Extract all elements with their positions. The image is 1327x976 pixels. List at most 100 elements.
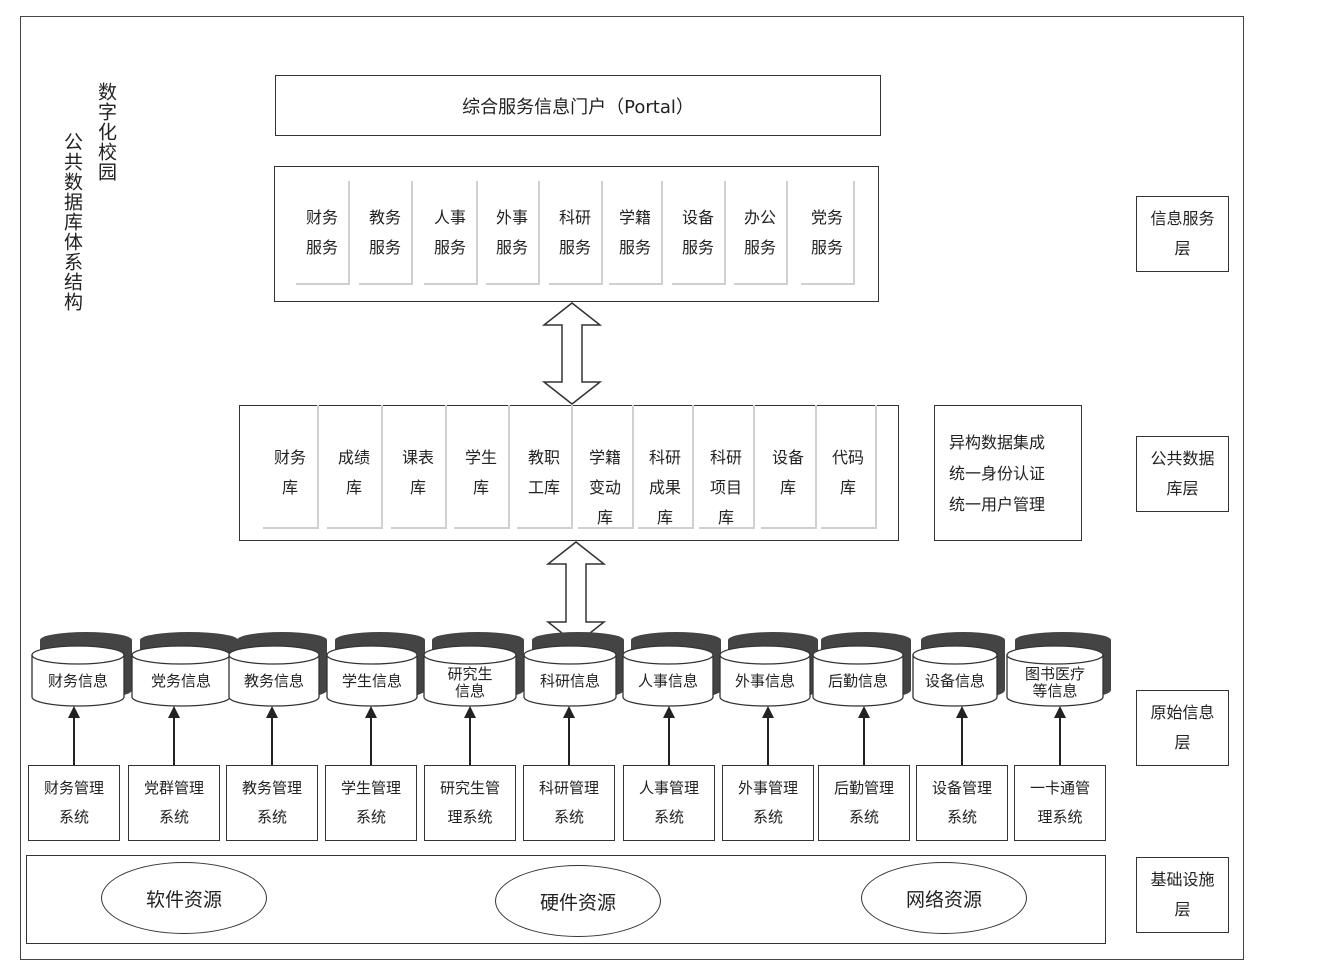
service-label-line: 财务 [305,208,338,227]
system-arrow-head [858,706,870,718]
cylinder-body [228,654,320,707]
cylinder-shadow [631,632,721,648]
service-label: 教务服务 [369,203,401,263]
service-label-line: 服务 [558,238,591,257]
cylinder-shadow [335,632,425,648]
service-label-line: 党务 [810,208,843,227]
service-panel: 人事服务 [424,181,478,285]
database-label-line: 学生 [464,448,497,467]
layer-label: 信息服务层 [1150,209,1215,258]
system-label-line: 一卡通管 [1029,779,1090,797]
system-box: 一卡通管理系统 [1014,765,1106,841]
raw-info-label: 外事信息 [734,672,795,690]
database-label-line: 库 [596,508,613,527]
layer-infrastructure: 基础设施层 [1136,857,1229,933]
raw-info-label: 设备信息 [924,672,985,690]
layer-label: 基础设施层 [1150,870,1215,919]
digital-campus-title: 数字化校园 [95,82,117,182]
system-label: 财务管理系统 [44,774,104,832]
database-label: 成绩库 [338,443,370,503]
system-label-line: 研究生管 [439,779,500,797]
cylinder-shadow [237,632,327,648]
integration-box: 异构数据集成 统一身份认证 统一用户管理 [934,405,1082,541]
service-label-line: 服务 [743,238,776,257]
layer-info-service: 信息服务层 [1136,196,1229,272]
raw-info-label-line: 等信息 [1032,682,1078,700]
integration-line: 统一用户管理 [949,494,1046,514]
service-panel: 外事服务 [486,181,540,285]
cylinder-shadow [140,632,238,648]
service-label: 财务服务 [306,203,338,263]
resource-label: 软件资源 [145,888,222,911]
cylinder-top [131,645,231,665]
service-label-line: 服务 [368,238,401,257]
database-label-line: 库 [409,478,426,497]
system-label: 学生管理系统 [341,774,401,832]
service-panel: 党务服务 [801,181,855,285]
cylinder-shadow [432,632,524,648]
service-panel: 科研服务 [549,181,603,285]
raw-info-label: 后勤信息 [827,672,888,690]
database-label-line: 成果 [648,478,681,497]
system-label-line: 理系统 [447,808,493,826]
service-label-line: 教务 [368,208,401,227]
service-label: 外事服务 [496,203,528,263]
database-panel: 科研成果库 [638,405,694,529]
database-label-line: 变动 [588,478,621,497]
system-arrow-head [168,706,180,718]
cylinder-shadow [921,632,1005,648]
service-label: 科研服务 [559,203,591,263]
database-label: 课表库 [402,443,434,503]
database-panel: 课表库 [391,405,447,529]
cylinder-body [912,654,998,707]
system-arrow-head [762,706,774,718]
raw-info-label-line: 信息 [454,682,485,700]
service-label-line: 服务 [305,238,338,257]
software-resource: 软件资源 [101,862,267,934]
service-label-line: 科研 [558,208,591,227]
system-box: 人事管理系统 [623,765,715,841]
service-panel: 财务服务 [296,181,350,285]
raw-info-label: 科研信息 [539,672,600,690]
network-resource: 网络资源 [861,862,1027,934]
cylinder-body [31,654,125,707]
cylinder-top [423,645,517,665]
system-label-line: 后勤管理 [833,779,894,797]
diagram-frame [20,16,1244,960]
service-label-line: 服务 [433,238,466,257]
system-arrow-head [663,706,675,718]
system-label-line: 系统 [58,808,89,826]
database-label: 代码库 [832,443,864,503]
cylinder-body [812,654,904,707]
database-label: 科研项目库 [710,443,742,533]
integration-line: 统一身份认证 [949,463,1046,483]
system-label-line: 系统 [752,808,783,826]
service-label-line: 服务 [495,238,528,257]
database-label-line: 课表 [401,448,434,467]
service-label-line: 设备 [681,208,714,227]
system-box: 后勤管理系统 [818,765,910,841]
raw-info-label: 财务信息 [47,672,108,690]
system-label-line: 党群管理 [143,779,204,797]
service-label-line: 服务 [618,238,651,257]
system-label: 科研管理系统 [539,774,599,832]
cylinder-shadow [532,632,624,648]
system-box: 研究生管理系统 [424,765,516,841]
database-label: 科研成果库 [649,443,681,533]
system-label: 一卡通管理系统 [1030,774,1090,832]
system-label-line: 设备管理 [931,779,992,797]
raw-info-label-line: 图书医疗 [1024,665,1085,683]
cylinder-body [719,654,811,707]
layer-label: 公共数据库层 [1150,449,1215,498]
cylinder-top [912,645,998,665]
raw-info-label: 人事信息 [637,672,698,690]
cylinder-top [812,645,904,665]
cylinder-shadow [728,632,818,648]
cylinder-body [326,654,418,707]
service-panel: 学籍服务 [609,181,663,285]
system-label-line: 系统 [256,808,287,826]
system-label: 外事管理系统 [738,774,798,832]
cylinder-body [523,654,617,707]
system-arrow-head [68,706,80,718]
system-label-line: 系统 [355,808,386,826]
